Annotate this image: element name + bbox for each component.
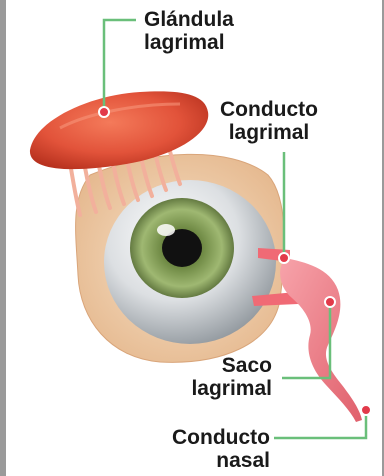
dot-gland	[99, 107, 109, 117]
label-nasal-line2: nasal	[160, 449, 270, 472]
eyeball	[104, 180, 276, 344]
label-lacrimal-sac: Saco lagrimal	[182, 354, 272, 400]
label-sac-line1: Saco	[182, 354, 272, 377]
dot-sac	[325, 297, 335, 307]
label-lacrimal-gland: Glándula lagrimal	[144, 8, 234, 54]
label-duct-line1: Conducto	[220, 98, 318, 121]
lacrimal-sac	[280, 258, 362, 422]
label-nasal-duct: Conducto nasal	[160, 426, 270, 472]
label-nasal-line1: Conducto	[160, 426, 270, 449]
label-gland-line1: Glándula	[144, 8, 234, 31]
dot-duct	[279, 253, 289, 263]
label-duct-line2: lagrimal	[220, 121, 318, 144]
label-sac-line2: lagrimal	[182, 377, 272, 400]
dot-nasal	[361, 405, 371, 415]
label-gland-line2: lagrimal	[144, 31, 234, 54]
label-lacrimal-duct: Conducto lagrimal	[220, 98, 318, 144]
